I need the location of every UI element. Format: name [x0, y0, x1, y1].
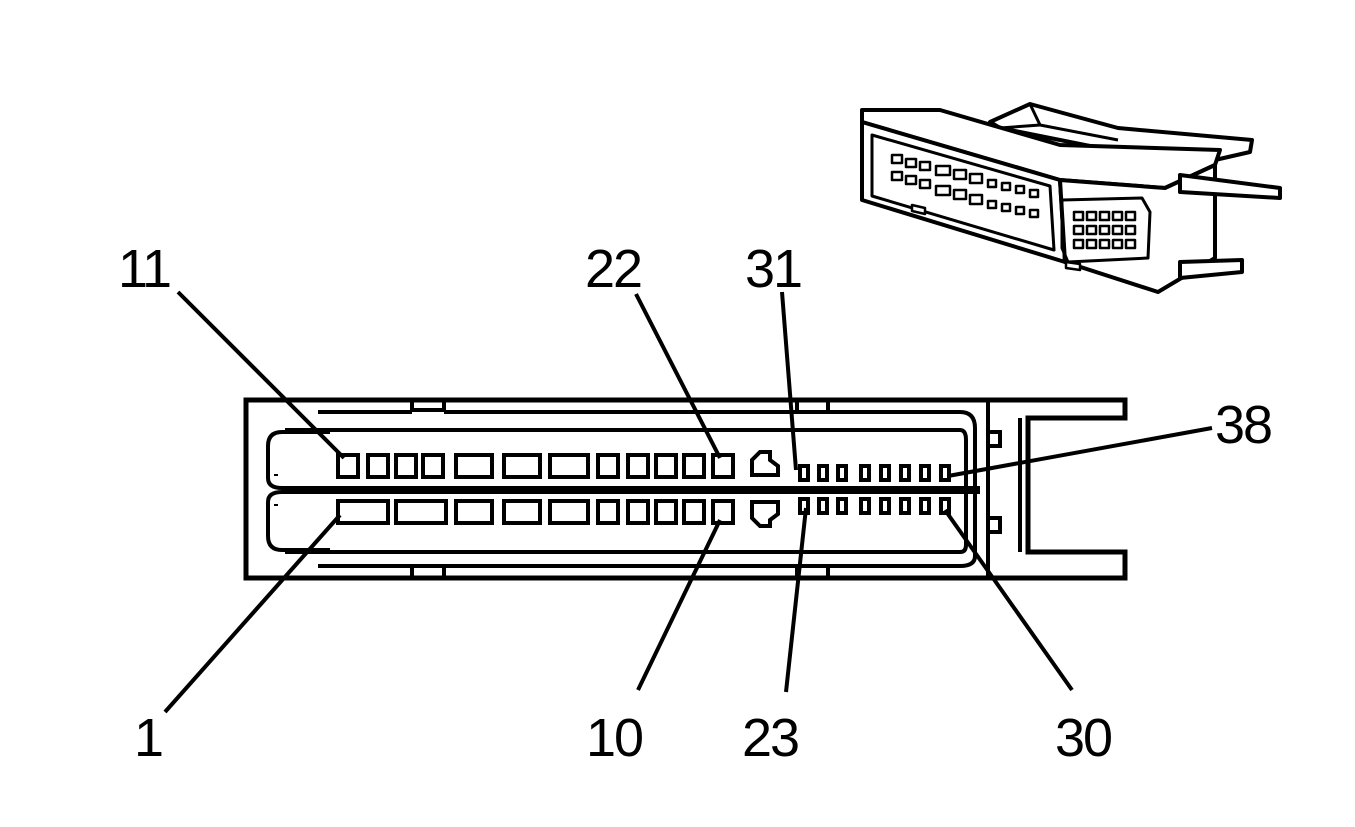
callout-23: 23: [742, 708, 798, 768]
leader-lines: [163, 290, 1213, 714]
leader-11: [176, 290, 346, 460]
leader-30: [943, 508, 1074, 692]
leader-1: [163, 513, 342, 714]
leader-38: [947, 426, 1213, 478]
callout-38: 38: [1215, 395, 1271, 455]
callout-30: 30: [1055, 708, 1111, 768]
callout-22: 22: [585, 239, 641, 299]
callout-11: 11: [118, 239, 170, 299]
leader-31: [780, 291, 798, 471]
callout-labels: 11 22 31 38 1 10 23 30: [118, 239, 1273, 768]
connector-isometric-view: [860, 102, 1282, 294]
callout-1: 1: [134, 708, 162, 768]
leader-22: [634, 293, 722, 459]
callout-10: 10: [586, 708, 642, 768]
leader-10: [636, 519, 722, 691]
connector-face-view: [243, 397, 1128, 581]
leader-23: [784, 507, 808, 693]
callout-31: 31: [745, 239, 801, 299]
